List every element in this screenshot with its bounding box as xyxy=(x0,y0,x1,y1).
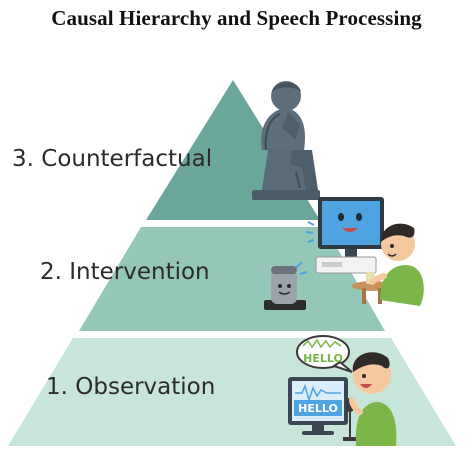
monitor-face-icon xyxy=(305,197,384,274)
speech-bubble-icon: HELLO xyxy=(296,335,353,373)
monitor-screen-text: HELLO xyxy=(298,402,338,415)
person-at-table-icon xyxy=(352,223,424,306)
thinker-statue-icon xyxy=(252,81,320,200)
tier-intervention xyxy=(79,227,385,331)
level-label-intervention: 2. Intervention xyxy=(40,259,210,285)
level-label-counterfactual: 3. Counterfactual xyxy=(12,146,213,172)
diagram-title: Causal Hierarchy and Speech Processing xyxy=(51,6,422,30)
speech-bubble-text: HELLO xyxy=(303,352,343,365)
speaking-person-icon xyxy=(349,352,397,446)
smart-speaker-icon xyxy=(264,261,308,310)
waveform-monitor-icon: HELLO xyxy=(288,377,348,435)
level-label-observation: 1. Observation xyxy=(46,374,216,400)
